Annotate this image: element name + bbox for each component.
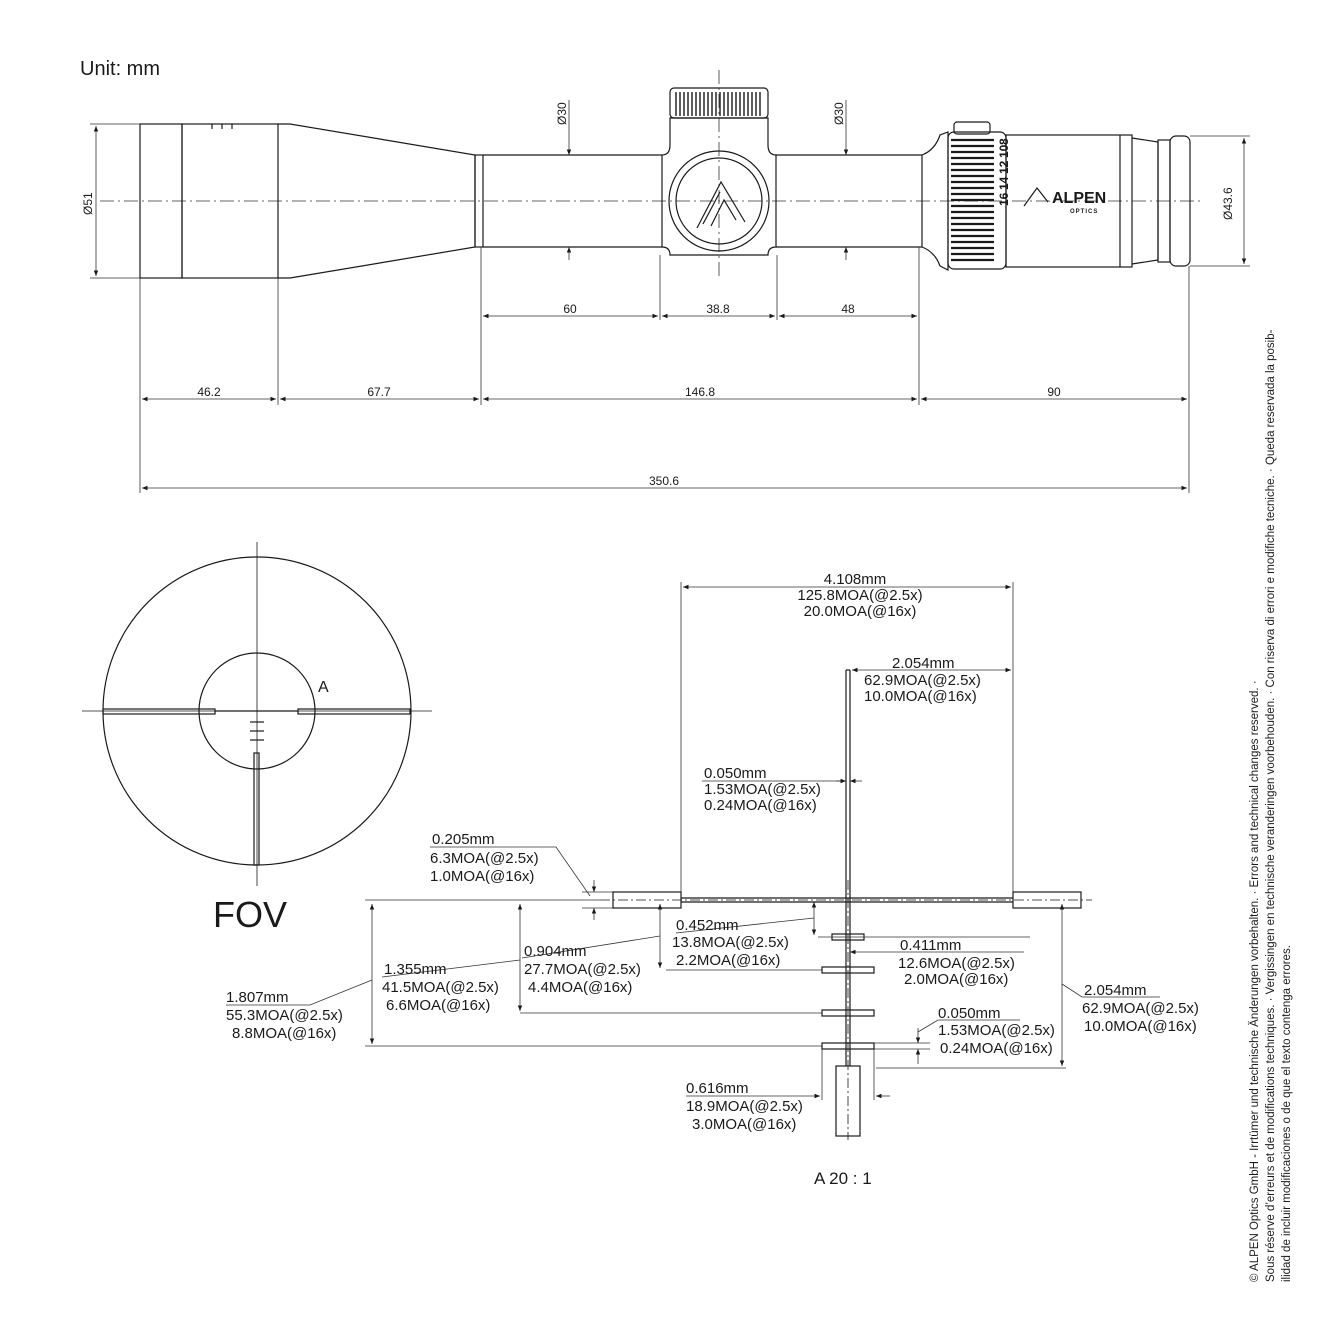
ann-mark-half-1: 0.411mm [900, 937, 961, 954]
front-tube [474, 154, 484, 248]
zoom-mark-14: 14 [997, 176, 1011, 190]
reticle-bottom-post [835, 1065, 861, 1137]
brand-sub: OPTICS [1070, 209, 1098, 215]
ann-mark-half-3: 2.0MOA(@16x) [904, 971, 1008, 988]
fov-view: A FOV [82, 542, 432, 935]
ann-top-2: 125.8MOA(@2.5x) [797, 587, 922, 604]
dim-146-8: 146.8 [685, 385, 715, 399]
eyepiece-rubber [1169, 135, 1191, 267]
dim-dia-51: Ø51 [81, 192, 95, 215]
ann-line-width-3: 0.24MOA(@16x) [704, 797, 817, 814]
mountain-logo-icon [696, 180, 746, 229]
ann-right-lower-2: 62.9MOA(@2.5x) [1082, 1000, 1199, 1017]
fov-detail-marker: A [318, 679, 329, 696]
alpen-mountain-icon [1023, 187, 1049, 207]
alpen-logo: ALPEN OPTICS [1023, 187, 1106, 215]
disclaimer-line-3: ilidad de incluir modificaciones o de qu… [1281, 945, 1293, 1282]
disclaimer: © ALPEN Optics GmbH - Irrtümer und techn… [1249, 329, 1293, 1282]
ann-third-mark-2: 41.5MOA(@2.5x) [382, 979, 499, 996]
ann-mark-thickness-1: 0.050mm [938, 1005, 1001, 1022]
objective-housing [181, 123, 279, 279]
ann-fourth-mark-2: 55.3MOA(@2.5x) [226, 1007, 343, 1024]
ann-fourth-mark-3: 8.8MOA(@16x) [232, 1025, 336, 1042]
ann-bottom-post-1: 0.616mm [686, 1080, 749, 1097]
ann-third-mark-1: 1.355mm [384, 961, 447, 978]
reticle-detail: 4.108mm 125.8MOA(@2.5x) 20.0MOA(@16x) 2.… [226, 571, 1199, 1188]
dim-48: 48 [841, 302, 855, 316]
zoom-mark-12: 12 [997, 160, 1011, 174]
ann-second-mark-1: 0.904mm [524, 943, 587, 960]
dim-dia-30-front: Ø30 [555, 102, 569, 125]
ann-first-mark-3: 2.2MOA(@16x) [676, 952, 780, 969]
ann-line-width-1: 0.050mm [704, 765, 767, 782]
fov-title: FOV [213, 894, 287, 935]
scope-dimensions: Ø51 Ø30 Ø30 Ø43.6 60 38.8 48 46.2 67. [81, 100, 1250, 493]
dim-90: 90 [1047, 385, 1061, 399]
zoom-mark-10: 10 [997, 144, 1011, 158]
ann-first-mark-2: 13.8MOA(@2.5x) [672, 934, 789, 951]
ann-fourth-mark-1: 1.807mm [226, 989, 289, 1006]
fov-bottom-post [253, 752, 260, 866]
ann-bottom-post-2: 18.9MOA(@2.5x) [686, 1098, 803, 1115]
unit-label: Unit: mm [80, 58, 160, 80]
ann-second-mark-2: 27.7MOA(@2.5x) [524, 961, 641, 978]
ann-post-width-2: 6.3MOA(@2.5x) [430, 850, 539, 867]
ann-bottom-post-3: 3.0MOA(@16x) [692, 1116, 796, 1133]
ann-right-upper-1: 2.054mm [892, 655, 955, 672]
eyepiece-body [1005, 134, 1133, 268]
power-ring-throw-lever [953, 121, 991, 135]
windage-turret-outer [668, 150, 770, 252]
dim-350-6: 350.6 [649, 474, 679, 488]
ann-line-width-2: 1.53MOA(@2.5x) [704, 781, 821, 798]
ann-post-width-3: 1.0MOA(@16x) [430, 868, 534, 885]
disclaimer-line-1: © ALPEN Optics GmbH - Irrtümer und techn… [1249, 680, 1261, 1282]
detail-title: A 20 : 1 [814, 1169, 872, 1188]
fov-left-post [102, 708, 216, 715]
ann-right-lower-1: 2.054mm [1084, 982, 1147, 999]
windage-turret-inner [675, 157, 763, 245]
disclaimer-line-2: Sous réserve d’erreurs et de modificatio… [1265, 329, 1277, 1282]
zoom-mark-8: 8 [997, 138, 1011, 145]
power-ring-knurling [951, 138, 994, 262]
ann-right-upper-2: 62.9MOA(@2.5x) [864, 672, 981, 689]
dim-67-7: 67.7 [367, 385, 391, 399]
dim-46-2: 46.2 [197, 385, 221, 399]
dim-38-8: 38.8 [706, 302, 730, 316]
ann-second-mark-3: 4.4MOA(@16x) [528, 979, 632, 996]
zoom-mark-16: 16 [997, 192, 1011, 206]
ann-first-mark-1: 0.452mm [676, 917, 739, 934]
ann-right-upper-3: 10.0MOA(@16x) [864, 688, 977, 705]
ann-right-lower-3: 10.0MOA(@16x) [1084, 1018, 1197, 1035]
ann-top-3: 20.0MOA(@16x) [804, 603, 917, 620]
ann-mark-thickness-3: 0.24MOA(@16x) [940, 1040, 1053, 1057]
dim-dia-30-rear: Ø30 [832, 102, 846, 125]
ann-top-1: 4.108mm [824, 571, 887, 588]
ann-post-width-1: 0.205mm [432, 831, 495, 848]
scope-side-view: 16 14 12 10 8 ALPEN OPTICS [100, 70, 1200, 279]
ann-mark-half-2: 12.6MOA(@2.5x) [898, 955, 1015, 972]
dim-60: 60 [563, 302, 577, 316]
turret-knurling [675, 92, 761, 116]
dim-dia-43-6: Ø43.6 [1221, 187, 1235, 220]
ann-mark-thickness-2: 1.53MOA(@2.5x) [938, 1022, 1055, 1039]
brand-name: ALPEN [1052, 190, 1106, 207]
ann-third-mark-3: 6.6MOA(@16x) [386, 997, 490, 1014]
